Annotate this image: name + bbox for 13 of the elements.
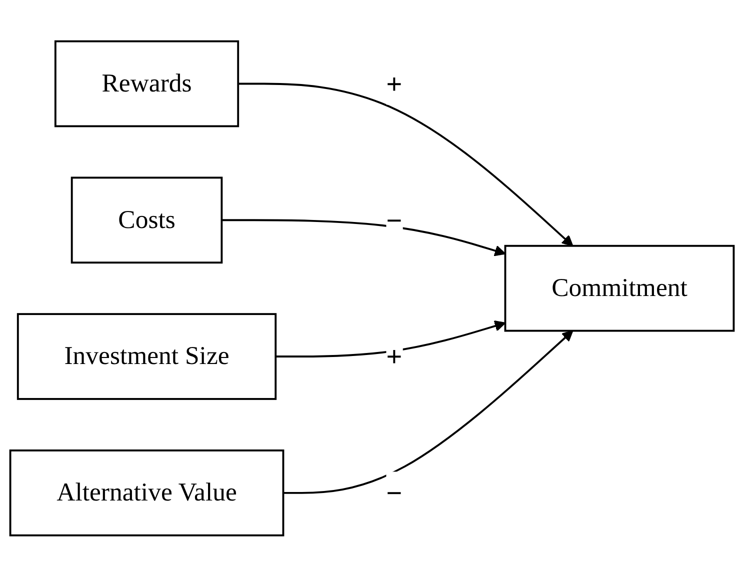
node-box: Rewards [54,40,240,128]
node-box: Alternative Value [9,450,284,536]
edge-label: + [386,340,402,373]
arrow [222,219,506,256]
arrow [283,330,574,494]
edge-label: + [386,68,402,100]
node-box: Costs [70,176,223,264]
node-box: Commitment [504,245,735,332]
arrow [238,82,574,247]
edge-label: − [386,204,402,236]
arrow [276,320,506,358]
node-box: Investment Size [16,313,277,400]
edge-label: − [386,476,402,510]
